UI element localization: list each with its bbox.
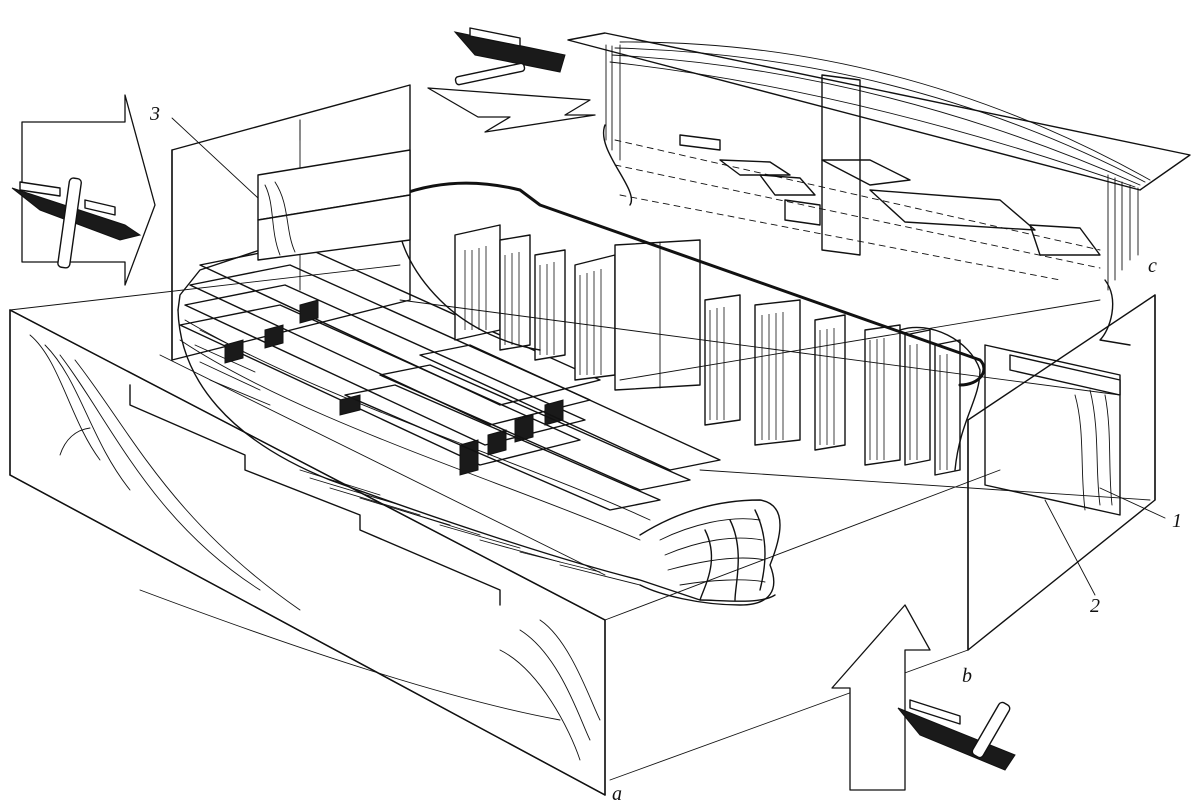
leader-line-3 [171,117,259,199]
label-callout-3: 3 [149,103,160,125]
projection-lines [159,299,1151,781]
body-plan-plane-b [967,294,1156,651]
leader-line-1 [1099,487,1166,519]
label-callout-2: 2 [1090,595,1100,617]
ship-icon-top [453,27,566,86]
ship-icon-left [11,177,142,269]
label-plane-c: c [1148,255,1157,277]
label-callout-1: 1 [1172,510,1182,532]
view-arrow-bottom [831,604,931,791]
profile-plane-a [9,264,606,796]
bulkheads [454,224,961,476]
deck-structure [179,181,986,511]
forward-block [257,149,411,261]
aft-block [984,344,1121,516]
stern-assembly [639,499,781,606]
ship-icon-bottom [897,699,1016,771]
plan-view-plane-c [567,32,1191,346]
view-arrow-top [427,87,596,133]
label-plane-b: b [962,665,972,687]
label-plane-a: a [612,783,622,805]
leader-line-2 [1044,499,1096,596]
